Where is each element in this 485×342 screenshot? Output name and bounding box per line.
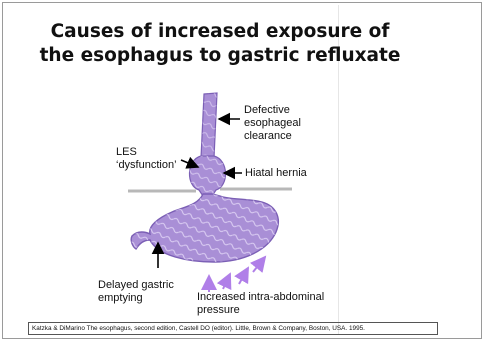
label-defective-line-2: esophageal bbox=[244, 117, 301, 130]
label-les-line-2: ‘dysfunction’ bbox=[116, 159, 177, 172]
pressure-arrow-4 bbox=[253, 257, 265, 272]
label-intra-line-2: pressure bbox=[197, 304, 324, 317]
pressure-arrow-2 bbox=[223, 274, 230, 289]
label-les-line-1: LES bbox=[116, 146, 177, 159]
label-delayed-emptying: Delayed gastric emptying bbox=[98, 279, 174, 305]
citation: Katzka & DiMarino The esophagus, second … bbox=[28, 322, 438, 335]
label-intra-line-1: Increased intra-abdominal bbox=[197, 291, 324, 304]
label-defective-clearance: Defective esophageal clearance bbox=[244, 104, 301, 143]
label-delayed-line-2: emptying bbox=[98, 292, 174, 305]
label-defective-line-1: Defective bbox=[244, 104, 301, 117]
label-delayed-line-1: Delayed gastric bbox=[98, 279, 174, 292]
label-les-dysfunction: LES ‘dysfunction’ bbox=[116, 146, 177, 172]
pressure-arrow-3 bbox=[239, 268, 248, 284]
label-intra-abdominal: Increased intra-abdominal pressure bbox=[197, 291, 324, 317]
label-defective-line-3: clearance bbox=[244, 130, 301, 143]
label-hiatal-hernia: Hiatal hernia bbox=[245, 167, 307, 180]
